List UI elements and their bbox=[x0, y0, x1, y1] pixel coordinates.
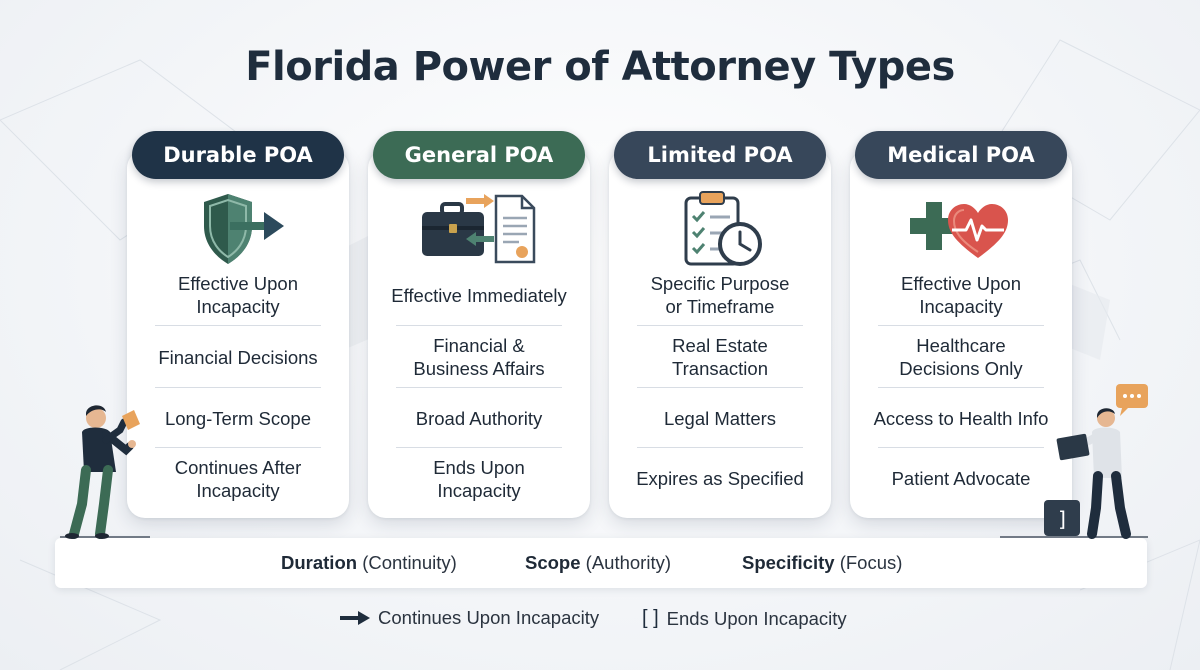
legend-label: Continues Upon Incapacity bbox=[378, 607, 600, 628]
person-with-laptop-illustration: ] bbox=[1000, 384, 1148, 539]
divider bbox=[637, 387, 803, 388]
divider bbox=[396, 325, 562, 326]
card-medical-poa: Medical POA Effective Upon Incapacity He… bbox=[850, 131, 1072, 518]
divider bbox=[155, 325, 321, 326]
card-item: Financial Decisions bbox=[158, 346, 318, 368]
divider bbox=[155, 447, 321, 448]
divider bbox=[878, 387, 1044, 388]
card-general-poa: General POA Effective Immediately Financ… bbox=[368, 131, 590, 518]
arrow-icon bbox=[340, 611, 370, 625]
card-item: Patient Advocate bbox=[891, 467, 1031, 489]
card-heading: Limited POA bbox=[614, 131, 826, 179]
card-durable-poa: Durable POA Effective Upon Incapacity Fi… bbox=[127, 131, 349, 518]
card-item: Broad Authority bbox=[415, 407, 543, 429]
divider bbox=[637, 447, 803, 448]
card-item: Financial & Business Affairs bbox=[413, 335, 545, 379]
axis-label: Specificity bbox=[742, 552, 835, 573]
card-item: Healthcare Decisions Only bbox=[899, 335, 1023, 379]
divider bbox=[878, 325, 1044, 326]
card-item: Expires as Specified bbox=[636, 467, 804, 489]
axis-specificity: Specificity (Focus) bbox=[742, 552, 902, 574]
card-item: Access to Health Info bbox=[873, 407, 1049, 429]
divider bbox=[878, 447, 1044, 448]
card-item: Ends Upon Incapacity bbox=[433, 457, 525, 501]
card-item: Specific Purpose or Timeframe bbox=[650, 273, 790, 317]
svg-text:]: ] bbox=[1058, 507, 1066, 531]
card-limited-poa: Limited POA Specific Purpose or Timefram… bbox=[609, 131, 831, 518]
card-item: Continues After Incapacity bbox=[174, 457, 302, 501]
axis-note: (Authority) bbox=[585, 552, 671, 573]
axis-duration: Duration (Continuity) bbox=[281, 552, 457, 574]
legend-continues: Continues Upon Incapacity bbox=[340, 607, 599, 629]
axis-label: Scope bbox=[525, 552, 581, 573]
page-title: Florida Power of Attorney Types bbox=[245, 44, 955, 90]
axis-scope: Scope (Authority) bbox=[525, 552, 671, 574]
person-holding-document-illustration bbox=[60, 405, 150, 539]
card-item: Effective Immediately bbox=[391, 284, 567, 306]
axis-note: (Continuity) bbox=[362, 552, 457, 573]
card-heading: Medical POA bbox=[855, 131, 1067, 179]
card-item: Long-Term Scope bbox=[164, 407, 312, 429]
briefcase-document-icon bbox=[368, 190, 590, 270]
axis-note: (Focus) bbox=[839, 552, 903, 573]
card-item: Effective Upon Incapacity bbox=[178, 273, 298, 317]
dimension-bar: Duration (Continuity) Scope (Authority) … bbox=[55, 538, 1147, 588]
card-item: Real Estate Transaction bbox=[672, 335, 768, 379]
divider bbox=[396, 387, 562, 388]
divider bbox=[396, 447, 562, 448]
bracket-symbol: [ ] bbox=[642, 607, 659, 629]
legend-label: Ends Upon Incapacity bbox=[666, 607, 847, 629]
card-heading: Durable POA bbox=[132, 131, 344, 179]
card-item: Legal Matters bbox=[663, 407, 777, 429]
divider bbox=[155, 387, 321, 388]
cross-heart-icon bbox=[850, 190, 1072, 270]
legend-ends: [ ] Ends Upon Incapacity bbox=[642, 607, 847, 630]
card-item: Effective Upon Incapacity bbox=[901, 273, 1021, 317]
shield-arrow-icon bbox=[127, 190, 349, 270]
divider bbox=[637, 325, 803, 326]
card-heading: General POA bbox=[373, 131, 585, 179]
clipboard-clock-icon bbox=[609, 190, 831, 270]
axis-label: Duration bbox=[281, 552, 358, 573]
